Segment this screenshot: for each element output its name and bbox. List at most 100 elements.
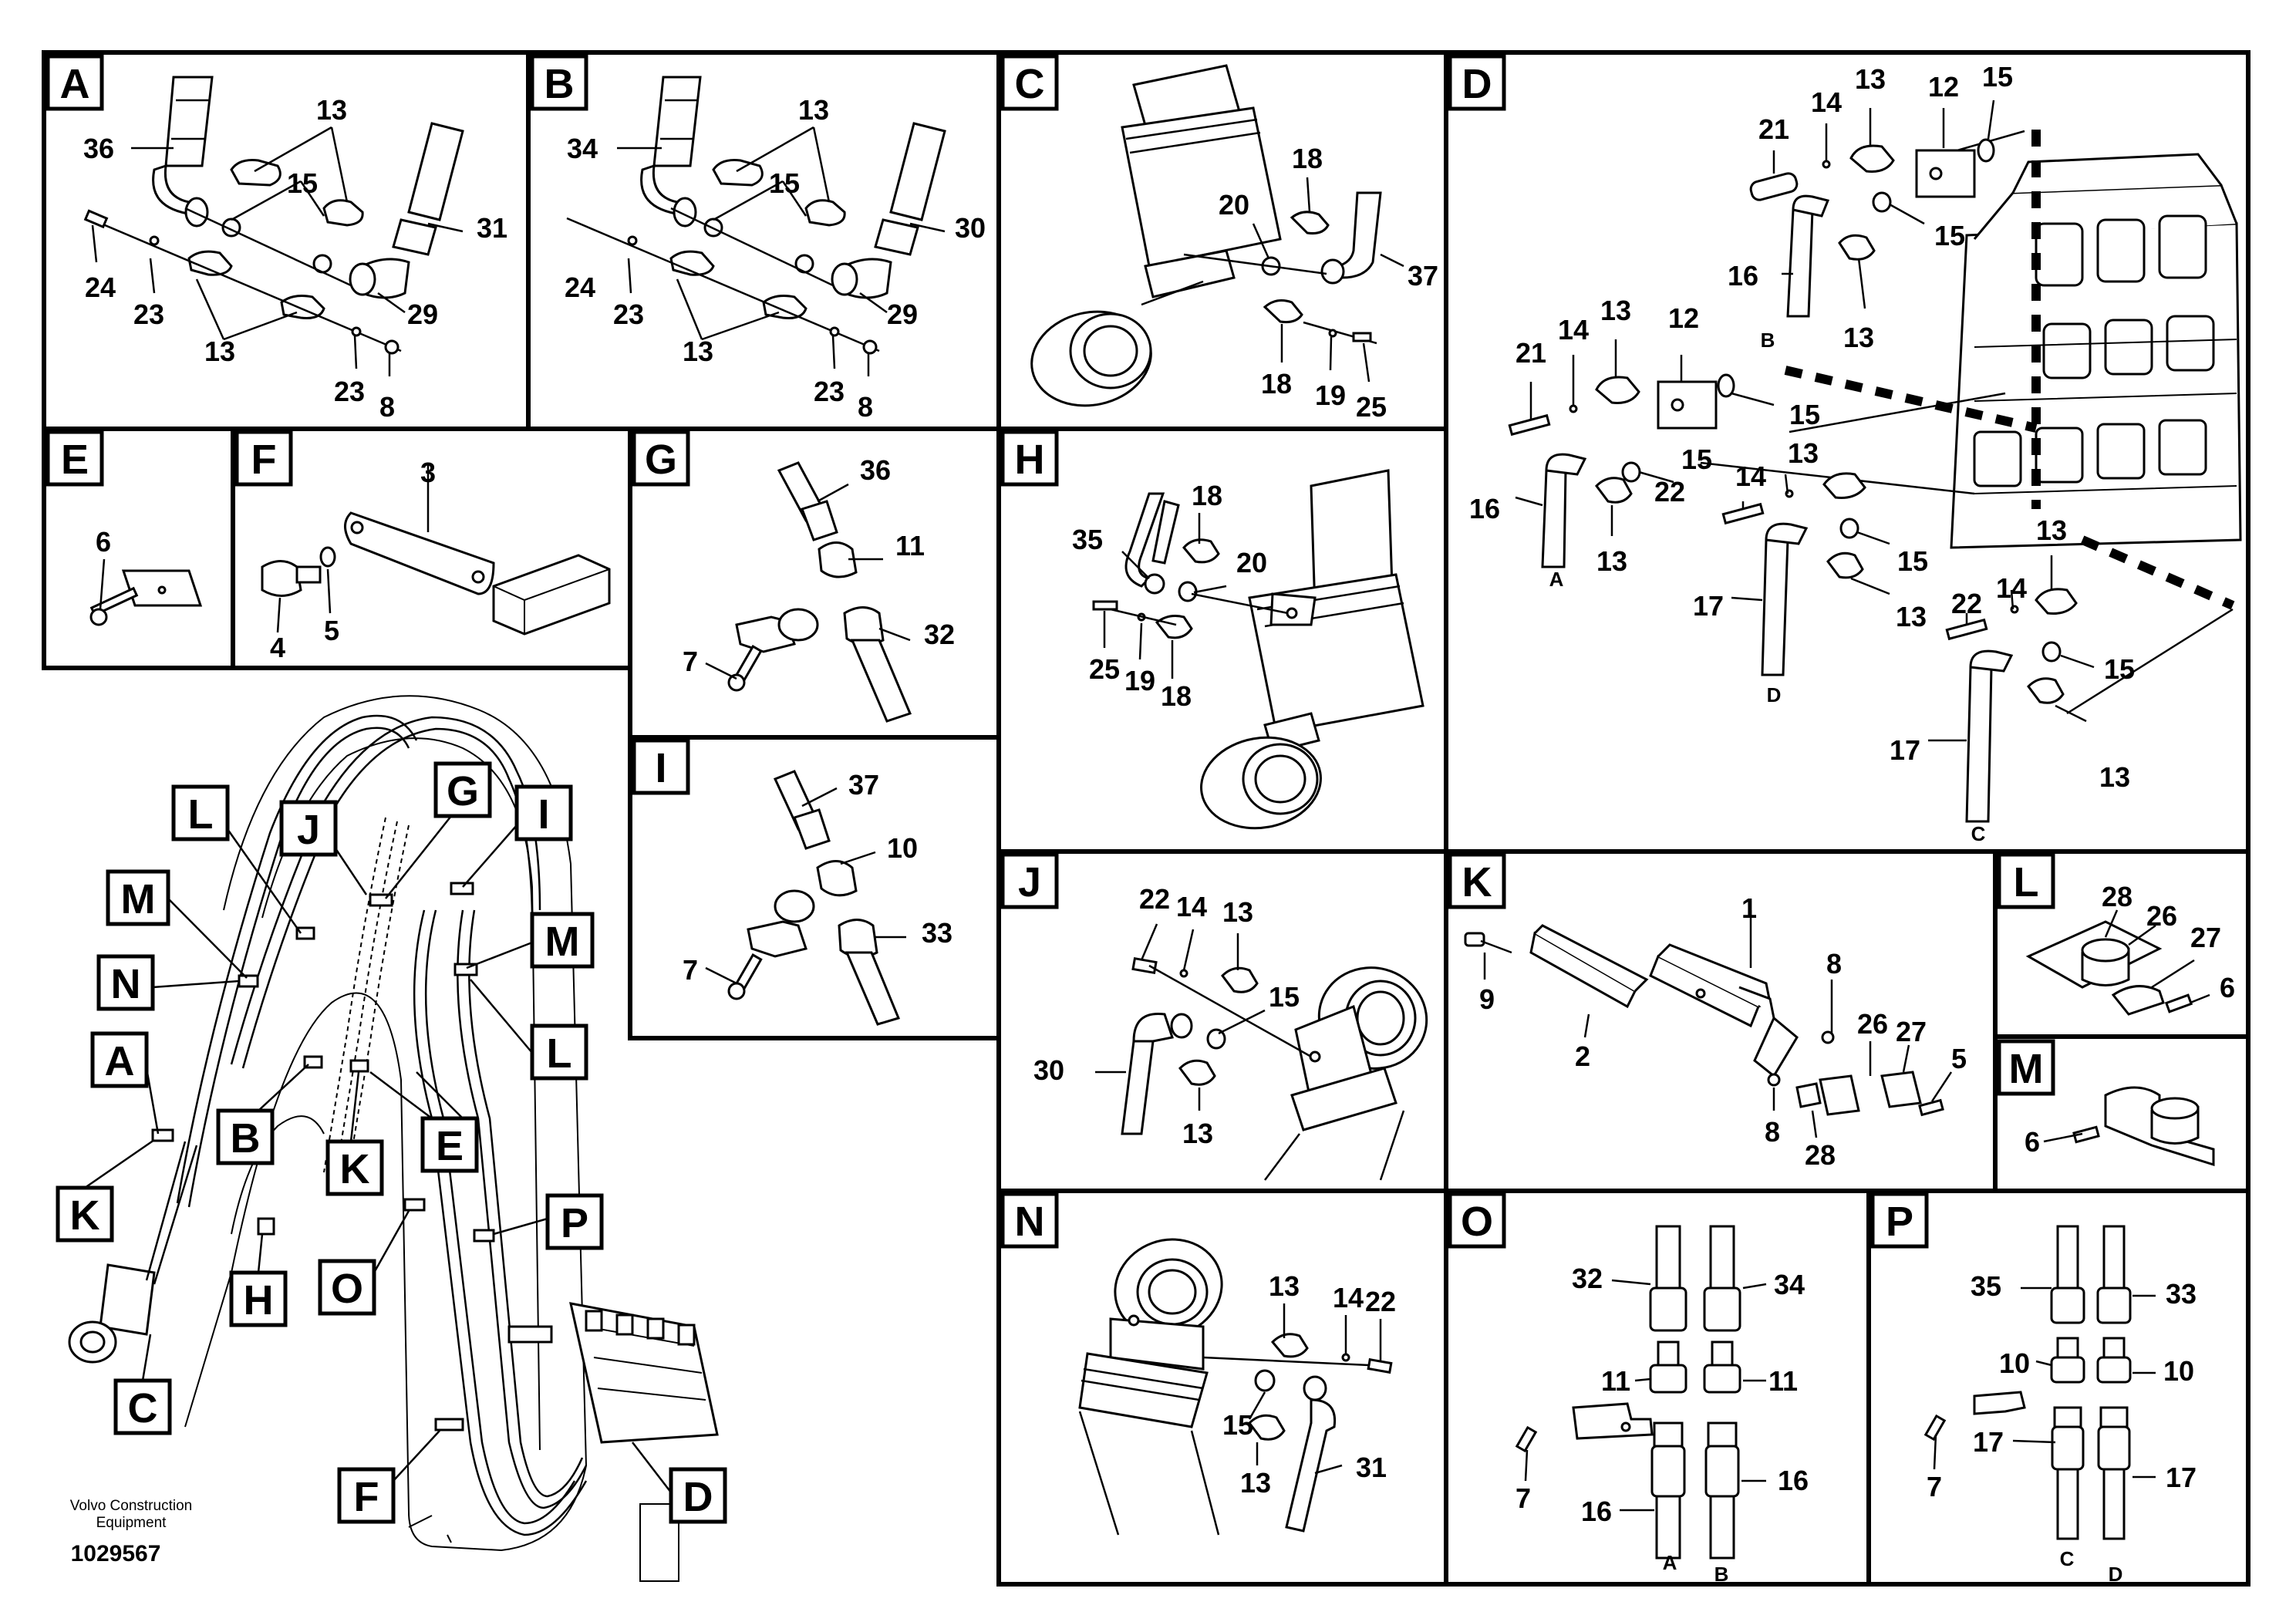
callout: 18 — [1261, 368, 1292, 400]
callout: 13 — [1596, 545, 1627, 577]
panel-l-tag: L — [2014, 859, 2039, 905]
callout: 17 — [1973, 1426, 2004, 1458]
callout: 9 — [1479, 983, 1495, 1015]
callout: 26 — [2146, 900, 2177, 932]
callout: 14 — [1176, 891, 1207, 922]
callout: 30 — [1033, 1054, 1064, 1086]
panel-k: K 1 8 9 2 26 27 5 8 28 — [1448, 852, 1967, 1171]
callout: 13 — [1222, 896, 1253, 928]
panel-k-tag: K — [1462, 859, 1492, 905]
panel-i-tag: I — [655, 745, 666, 791]
boom-overview: L J G I M N M A L B E K K P — [56, 695, 727, 1582]
overview-tag-o: O — [331, 1266, 363, 1312]
panel-b: B 34 13 15 30 24 23 29 13 — [530, 54, 986, 423]
callout: 4 — [270, 632, 285, 663]
callout: 10 — [1999, 1347, 2030, 1379]
overview-tag-k2: K — [70, 1192, 100, 1239]
callout: 37 — [1408, 260, 1438, 292]
callout: 22 — [1139, 883, 1170, 915]
callout: 27 — [1896, 1016, 1927, 1047]
callout: 18 — [1292, 143, 1323, 174]
callout: 8 — [1826, 948, 1842, 980]
callout: A — [1549, 568, 1564, 591]
callout: 3 — [420, 457, 436, 488]
callout: 8 — [1765, 1116, 1780, 1148]
callout: 15 — [1789, 399, 1820, 430]
callout: 18 — [1161, 680, 1192, 712]
callout: 6 — [2025, 1126, 2040, 1158]
callout: 13 — [1855, 63, 1886, 95]
panel-h: H 18 35 20 25 19 18 — [1000, 430, 1424, 830]
callout: 15 — [769, 167, 800, 199]
panel-g: G 36 11 32 7 — [632, 430, 955, 723]
panel-f: F 3 4 5 — [234, 430, 611, 663]
panel-l: L 28 26 27 6 — [1997, 852, 2235, 1016]
panel-e: E 6 — [46, 430, 203, 626]
callout: 13 — [204, 336, 235, 367]
callout: 31 — [1356, 1452, 1387, 1483]
callout: 35 — [1971, 1270, 2001, 1302]
callout: 13 — [2099, 761, 2130, 793]
brand-name: Volvo Construction — [70, 1498, 192, 1514]
panel-e-tag: E — [61, 437, 89, 483]
panel-a: A 36 13 — [46, 54, 507, 423]
callout: 19 — [1124, 665, 1155, 696]
overview-tag-i: I — [538, 791, 549, 838]
callout: 36 — [83, 133, 114, 164]
callout: 16 — [1581, 1496, 1612, 1527]
hose-pair — [1649, 1225, 1741, 1560]
callout: 5 — [324, 615, 339, 646]
callout: 29 — [407, 298, 438, 330]
document-number: 1029567 — [71, 1541, 161, 1566]
callout: 33 — [2166, 1278, 2197, 1310]
overview-tag-j: J — [297, 807, 320, 853]
panel-j-tag: J — [1018, 859, 1041, 905]
callout: 13 — [2036, 514, 2067, 546]
panel-o-tag: O — [1461, 1199, 1493, 1245]
callout: 6 — [2220, 972, 2235, 1003]
panel-c: C 18 20 37 18 19 25 — [1000, 54, 1438, 423]
overview-tags: L J G I M N M A L B E K K P — [56, 761, 727, 1524]
callout: 7 — [1927, 1471, 1942, 1502]
panel-frames — [42, 50, 2250, 1587]
callout: B — [1761, 329, 1775, 352]
callout: 23 — [334, 376, 365, 407]
callout: 5 — [1951, 1043, 1967, 1074]
overview-tag-e: E — [436, 1123, 464, 1169]
callout: 14 — [1333, 1282, 1364, 1313]
callout: 20 — [1219, 189, 1249, 221]
callout: 11 — [895, 530, 925, 561]
overview-tag-d: D — [683, 1474, 713, 1520]
callout: 11 — [1601, 1365, 1630, 1397]
panel-d-tag: D — [1462, 61, 1492, 107]
callout: 17 — [2166, 1462, 2197, 1493]
panel-m: M 6 — [1997, 1039, 2215, 1167]
overview-tag-g: G — [447, 768, 479, 814]
callout: 23 — [814, 376, 845, 407]
callout: 12 — [1668, 302, 1699, 334]
panel-h-tag: H — [1015, 437, 1045, 483]
callout: 37 — [848, 769, 879, 801]
callout: 15 — [2104, 653, 2135, 685]
callout: 36 — [860, 454, 891, 486]
callout: 10 — [2163, 1355, 2194, 1387]
callout: 13 — [1600, 295, 1631, 326]
callout: 25 — [1089, 653, 1120, 685]
callout: 6 — [96, 526, 111, 558]
callout: 7 — [683, 954, 698, 986]
overview-tag-c: C — [128, 1385, 158, 1431]
callout: 15 — [1222, 1409, 1253, 1441]
panel-d: D — [1448, 54, 2242, 845]
callout: C — [1971, 822, 1986, 845]
callout: 22 — [1654, 476, 1685, 508]
callout: 31 — [477, 212, 507, 244]
panel-o: O 32 34 11 11 7 16 — [1448, 1192, 1809, 1586]
callout: 13 — [1182, 1118, 1213, 1149]
overview-tag-m2: M — [545, 919, 580, 965]
callout: 34 — [1774, 1269, 1805, 1300]
panel-j: J 22 14 13 15 30 13 — [1000, 852, 1428, 1181]
callout: 22 — [1365, 1286, 1396, 1317]
callout: 15 — [1269, 981, 1300, 1013]
callout: 11 — [1768, 1365, 1798, 1397]
